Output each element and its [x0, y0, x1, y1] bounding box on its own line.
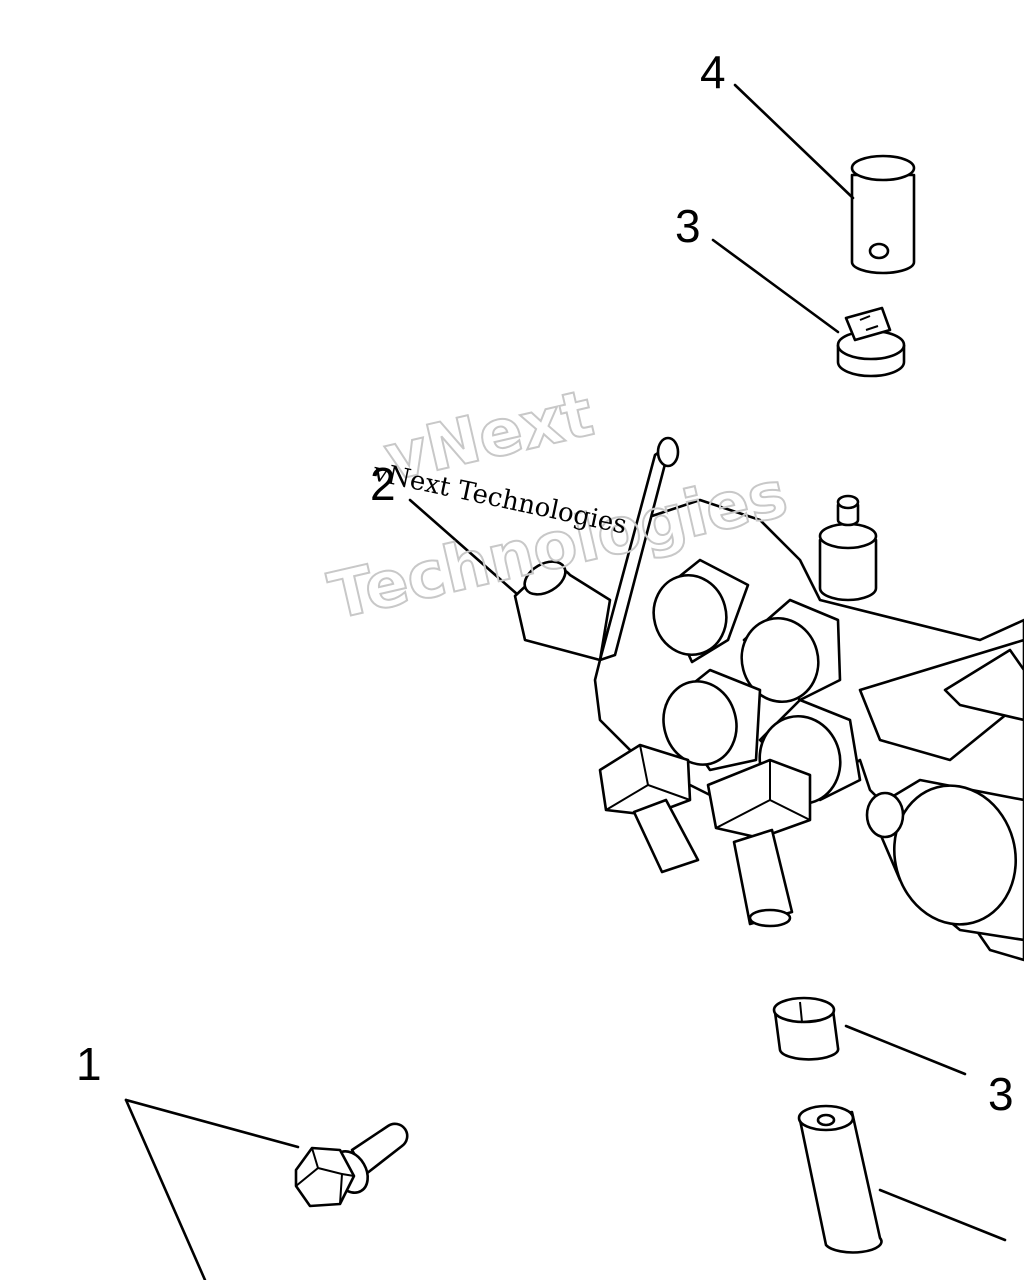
callout-1: 1: [76, 1038, 102, 1090]
clamp-part-3-top: [836, 306, 906, 378]
leader-lines: [124, 83, 1007, 1280]
bushing-bottom: [797, 1104, 883, 1254]
valve-assembly: [513, 436, 1024, 962]
bushing-part-4: [850, 154, 916, 275]
clamp-part-3-bottom: [772, 996, 840, 1061]
callout-2: 2: [370, 458, 396, 510]
bolt-part-1: [294, 1122, 409, 1208]
callout-4: 4: [700, 46, 726, 98]
callout-labels: 1 2 3 3 4: [76, 46, 1014, 1120]
callout-3-top: 3: [675, 200, 701, 252]
callout-3-bottom: 3: [988, 1068, 1014, 1120]
